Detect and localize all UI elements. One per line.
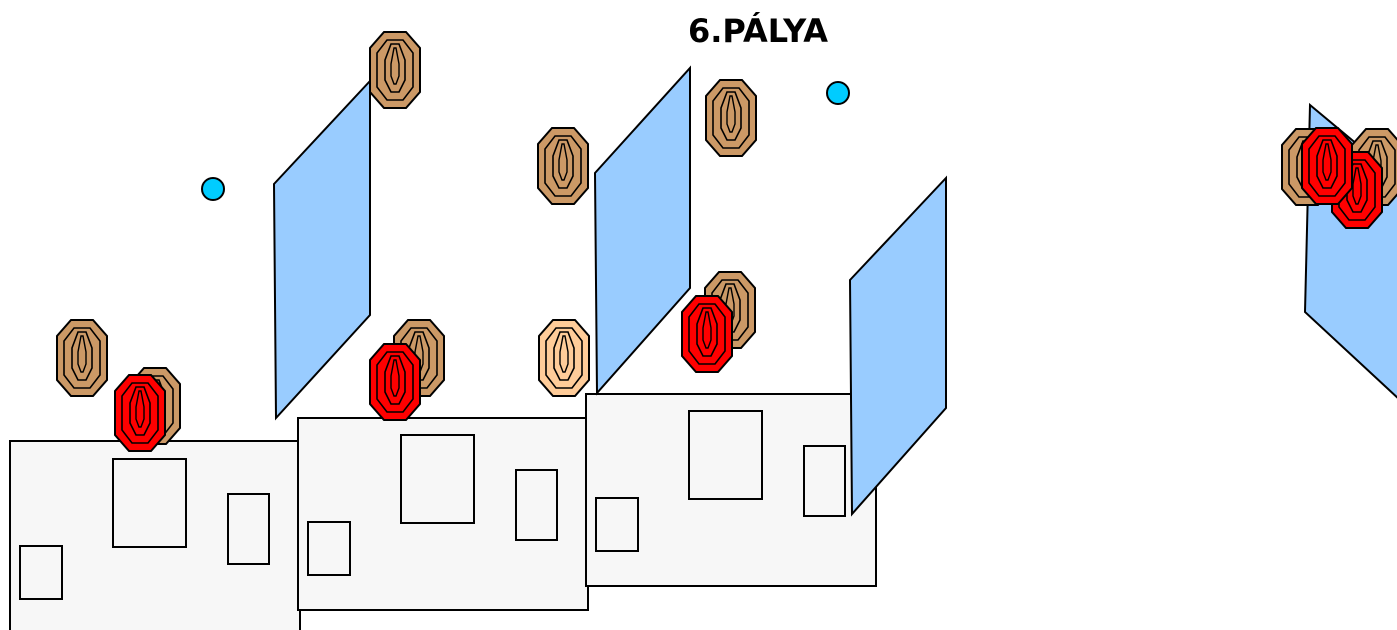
wall-panel-3 bbox=[848, 175, 947, 517]
paper-target-icon bbox=[369, 31, 421, 109]
steel-plate-icon bbox=[826, 81, 850, 105]
paper-target-icon bbox=[56, 319, 108, 397]
no-shoot-target-icon bbox=[369, 343, 421, 421]
no-shoot-target-icon bbox=[1301, 127, 1353, 205]
shooting-box-2 bbox=[297, 417, 589, 611]
paper-target-icon bbox=[705, 79, 757, 157]
paper-target-icon bbox=[537, 127, 589, 205]
paper-target-icon bbox=[538, 319, 590, 397]
wall-panel-1 bbox=[272, 78, 371, 421]
no-shoot-target-icon bbox=[114, 374, 166, 452]
shooting-box-3 bbox=[585, 393, 877, 587]
steel-plate-icon bbox=[201, 177, 225, 201]
wall-panel-2 bbox=[593, 65, 691, 396]
shooting-box-1 bbox=[9, 440, 301, 630]
page-title: 6.PÁLYA bbox=[688, 12, 828, 50]
no-shoot-target-icon bbox=[681, 295, 733, 373]
